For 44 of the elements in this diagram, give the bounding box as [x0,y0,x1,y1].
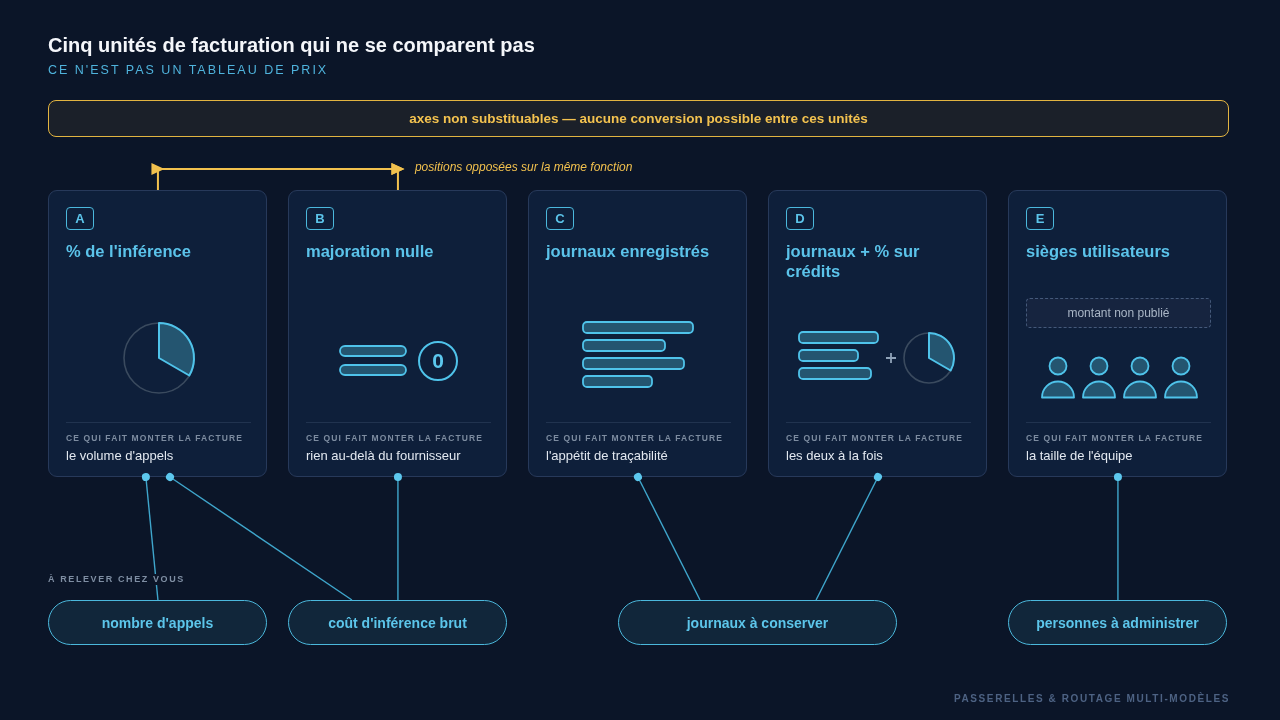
measure-pill: coût d'inférence brut [288,600,507,645]
measure-pill: nombre d'appels [48,600,267,645]
zero-circle: 0 [418,341,458,381]
section-label: À RELEVER CHEZ VOUS [48,574,185,585]
letter-badge: A [66,207,94,230]
footer-text: PASSERELLES & ROUTAGE MULTI-MODÈLES [954,693,1230,705]
section-label: CE QUI FAIT MONTER LA FACTURE [306,433,484,443]
card-panel [528,190,747,477]
card-title: % de l'inférence [66,241,192,261]
measure-pill: journaux à conserver [618,600,897,645]
section-label: CE QUI FAIT MONTER LA FACTURE [546,433,724,443]
dashed-note-box: montant non publié [1026,298,1211,328]
letter-badge: B [306,207,334,230]
connector-line [393,473,402,601]
connector-line [1113,473,1122,601]
card-title: majoration nulle [306,241,435,261]
measure-pill: personnes à administrer [1008,600,1227,645]
section-label: CE QUI FAIT MONTER LA FACTURE [66,433,244,443]
card-text: rien au-delà du fournisseur [306,448,461,464]
section-label: CE QUI FAIT MONTER LA FACTURE [786,433,964,443]
connector-line [166,473,353,601]
card-text: la taille de l'équipe [1026,448,1133,464]
arrow [151,163,405,191]
banner: axes non substituables — aucune conversion possible entre ces unités [48,100,1229,137]
card-text: les deux à la fois [786,448,883,464]
card-title: journaux + % sur crédits [786,241,921,281]
edge-label: positions opposées sur la même fonction [412,160,635,175]
letter-badge: D [786,207,814,230]
letter-badge: C [546,207,574,230]
card-panel [768,190,987,477]
card-panel [288,190,507,477]
card-title: journaux enregistrés [546,241,711,261]
title: Cinq unités de facturation qui ne se comparent pas [48,33,535,57]
card-title: sièges utilisateurs [1026,241,1171,261]
subtitle: CE N'EST PAS UN TABLEAU DE PRIX [48,63,329,78]
card-text: l'appétit de traçabilité [546,448,668,464]
card-panel [48,190,267,477]
section-label: CE QUI FAIT MONTER LA FACTURE [1026,433,1204,443]
card-panel [1008,190,1227,477]
connector-line [633,473,701,601]
connector-line [815,473,882,601]
connector-line [141,473,159,601]
letter-badge: E [1026,207,1054,230]
card-text: le volume d'appels [66,448,174,464]
